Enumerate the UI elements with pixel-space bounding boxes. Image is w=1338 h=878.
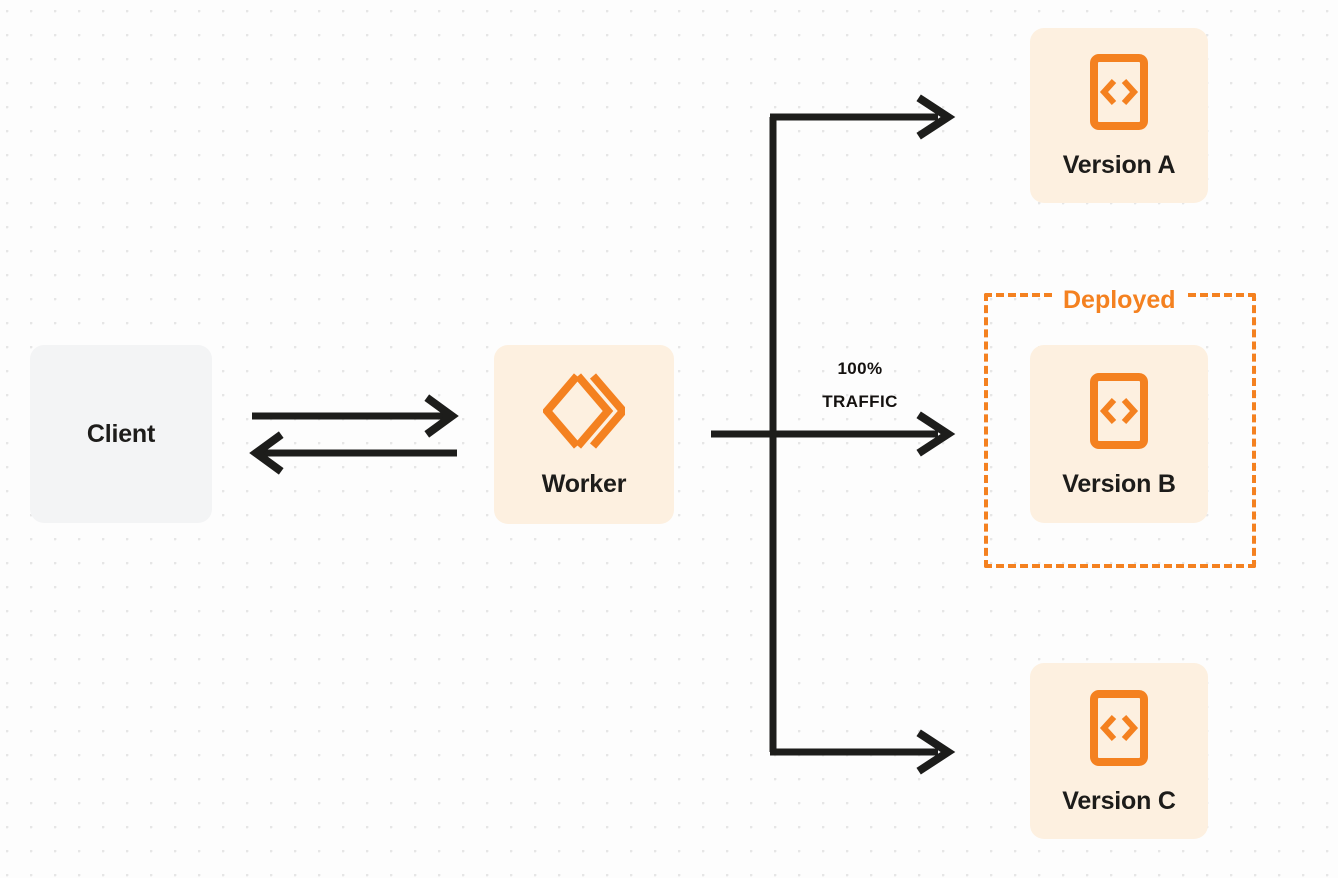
node-version-a[interactable]: Version A [1030,28,1208,203]
traffic-label: 100% TRAFFIC [790,352,930,418]
traffic-caption: TRAFFIC [822,392,898,412]
edge-client-to-worker [252,394,459,438]
code-file-icon [1089,53,1149,131]
node-client-label: Client [86,419,156,448]
edge-worker-to-version-a [770,94,956,140]
traffic-percent: 100% [837,359,883,378]
node-version-b-label: Version B [1062,469,1176,498]
node-worker-label: Worker [541,470,627,498]
code-file-icon [1089,689,1149,767]
node-version-a-label: Version A [1062,151,1176,179]
node-worker[interactable]: Worker [494,345,674,524]
edge-worker-to-version-b [711,411,956,457]
cloudflare-workers-icon [543,372,625,450]
deployed-group-label: Deployed [1053,288,1186,313]
edge-worker-to-version-c [770,729,956,775]
node-version-b[interactable]: Version B [1030,345,1208,523]
node-version-c-label: Version C [1062,786,1176,815]
node-client[interactable]: Client [30,345,212,523]
edge-worker-to-client [249,431,457,475]
code-file-icon [1089,372,1149,450]
node-version-c[interactable]: Version C [1030,663,1208,839]
